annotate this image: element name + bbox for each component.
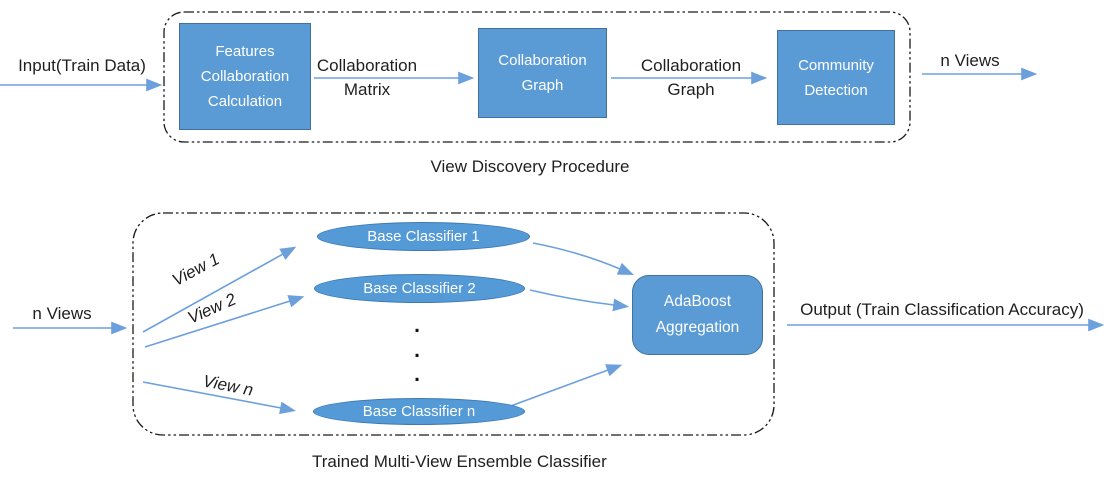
view-2-arrow xyxy=(144,295,305,348)
node-line: Collaboration xyxy=(200,68,290,85)
edge-label-line: Matrix xyxy=(343,80,391,99)
view-1-arrow xyxy=(142,246,297,333)
base-classifier-n-ellipse: Base Classifier n xyxy=(313,398,525,425)
edge-label-line: Collaboration xyxy=(316,56,418,75)
ellipsis-dots: . . . xyxy=(408,314,426,388)
community-detection-box: Community Detection xyxy=(777,30,895,125)
classifier-1-to-aggregator-arrow xyxy=(532,242,634,275)
ellipsis-dot: . xyxy=(414,314,420,337)
base-classifier-1-ellipse: Base Classifier 1 xyxy=(317,222,530,251)
n-views-out-label: n Views xyxy=(940,51,1000,70)
view-n-arrow xyxy=(142,381,296,415)
ellipsis-dot: . xyxy=(414,363,420,386)
features-collaboration-calculation-box: Features Collaboration Calculation xyxy=(179,23,311,130)
node-line: Graph xyxy=(521,77,564,94)
view-discovery-container xyxy=(163,11,911,143)
node-line: AdaBoost xyxy=(663,293,732,310)
ensemble-classifier-caption: Trained Multi-View Ensemble Classifier xyxy=(312,452,607,471)
node-line: Aggregation xyxy=(655,319,740,336)
collaboration-graph-box: Collaboration Graph xyxy=(478,28,607,118)
edge-label-line: Collaboration xyxy=(640,56,742,75)
node-line: Community xyxy=(798,56,874,74)
ensemble-classifier-container xyxy=(132,212,775,436)
collaboration-graph-edge-label: Collaboration Graph xyxy=(626,54,756,102)
adaboost-aggregation-box: AdaBoost Aggregation xyxy=(632,275,763,355)
base-classifier-2-ellipse: Base Classifier 2 xyxy=(314,274,525,303)
ellipsis-dot: . xyxy=(414,338,420,362)
output-label: Output (Train Classification Accuracy) xyxy=(800,300,1084,319)
classifier-n-to-aggregator-arrow xyxy=(499,364,623,411)
node-line: Calculation xyxy=(207,93,283,110)
view-discovery-caption: View Discovery Procedure xyxy=(430,157,630,176)
n-views-in-label: n Views xyxy=(32,304,92,323)
edge-label-line: Graph xyxy=(667,80,715,99)
node-line: Features xyxy=(215,43,275,60)
classifier-2-to-aggregator-arrow xyxy=(529,289,630,312)
input-train-data-label: Input(Train Data) xyxy=(18,56,146,75)
node-line: Detection xyxy=(804,81,868,99)
node-line: Collaboration xyxy=(498,52,587,69)
collaboration-matrix-edge-label: Collaboration Matrix xyxy=(301,54,433,102)
